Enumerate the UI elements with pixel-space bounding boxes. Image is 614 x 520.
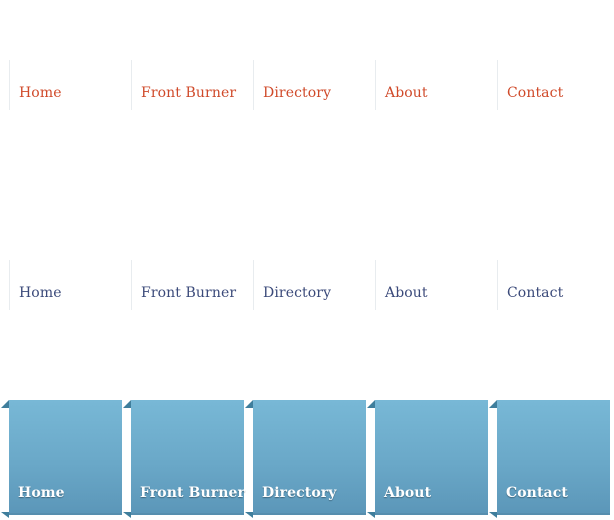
nav-label: Home (19, 85, 62, 101)
nav-label: Home (19, 285, 62, 301)
tab-fold-top (367, 400, 375, 408)
nav-label: Directory (262, 485, 337, 501)
nav-label: Contact (506, 485, 568, 501)
nav-label: Front Burner (140, 485, 245, 501)
nav-about-link[interactable]: About (375, 260, 485, 310)
nav-contact-tab[interactable]: Contact (489, 400, 610, 518)
nav-front-burner-link[interactable]: Front Burner (131, 60, 241, 110)
tab-fold-bottom (1, 512, 9, 518)
nav-label: About (384, 485, 432, 501)
nav-label: Directory (263, 285, 332, 301)
nav-menu-navy: Home Front Burner Directory About Contac… (0, 260, 614, 310)
nav-directory-tab[interactable]: Directory (245, 400, 366, 518)
nav-directory-link[interactable]: Directory (253, 60, 363, 110)
tab-fold-bottom (367, 512, 375, 518)
nav-label: Home (18, 485, 65, 501)
tab-fold-top (489, 400, 497, 408)
nav-label: Directory (263, 85, 332, 101)
tab-fold-top (1, 400, 9, 408)
nav-front-burner-tab[interactable]: Front Burner (123, 400, 245, 518)
nav-about-tab[interactable]: About (367, 400, 488, 518)
nav-label: About (385, 85, 428, 101)
nav-label: About (385, 285, 428, 301)
nav-front-burner-link[interactable]: Front Burner (131, 260, 241, 310)
nav-menu-blue-tabs: Home Front Burner Directory About Contac… (0, 400, 614, 518)
nav-directory-link[interactable]: Directory (253, 260, 363, 310)
nav-home-link[interactable]: Home (9, 60, 119, 110)
nav-label: Front Burner (141, 285, 237, 301)
nav-contact-link[interactable]: Contact (497, 260, 607, 310)
tab-fold-top (123, 400, 131, 408)
nav-home-link[interactable]: Home (9, 260, 119, 310)
tab-fold-top (245, 400, 253, 408)
nav-label: Contact (507, 285, 564, 301)
nav-label: Contact (507, 85, 564, 101)
tab-fold-bottom (489, 512, 497, 518)
tab-fold-bottom (123, 512, 131, 518)
tab-fold-bottom (245, 512, 253, 518)
nav-menu-orange: Home Front Burner Directory About Contac… (0, 60, 614, 110)
nav-about-link[interactable]: About (375, 60, 485, 110)
nav-home-tab[interactable]: Home (1, 400, 122, 518)
nav-label: Front Burner (141, 85, 237, 101)
nav-contact-link[interactable]: Contact (497, 60, 607, 110)
